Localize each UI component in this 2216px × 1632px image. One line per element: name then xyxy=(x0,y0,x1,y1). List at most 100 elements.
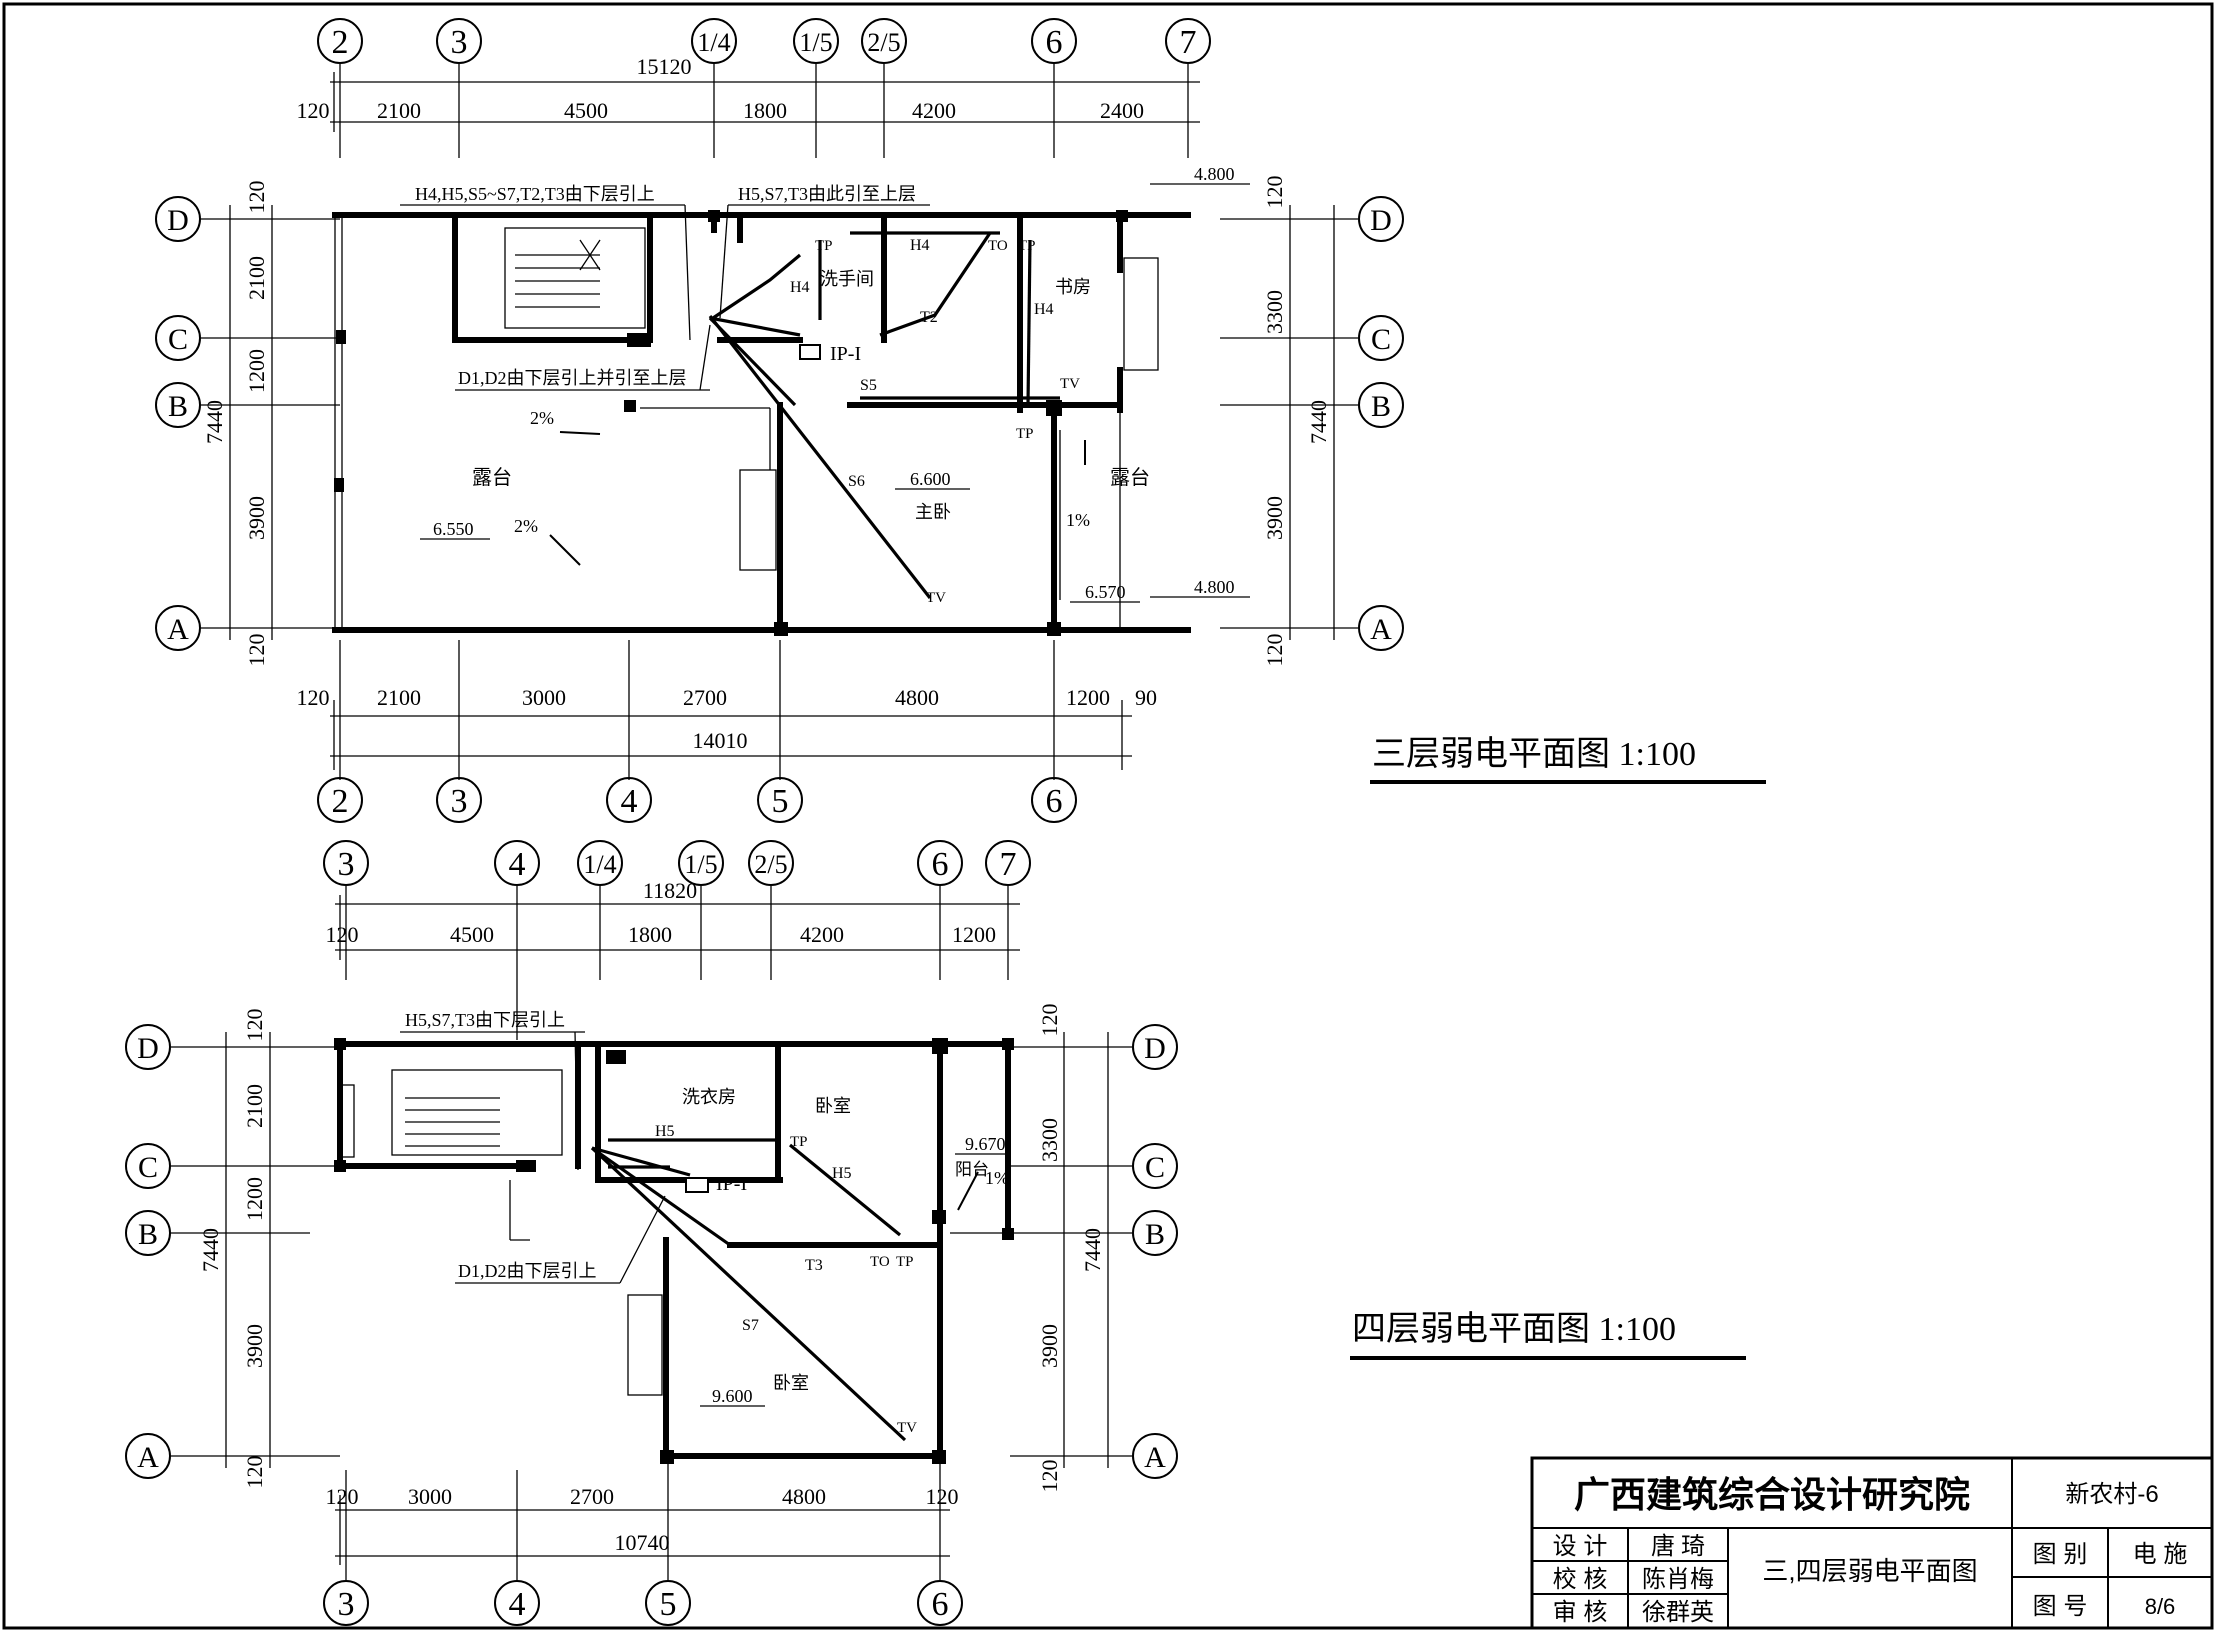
panel-ip-i: IP-I xyxy=(685,1173,747,1195)
level-mark: 4.800 xyxy=(1194,164,1235,184)
outlet-label: TP xyxy=(815,238,833,254)
axis-bubble-label: 6 xyxy=(932,846,949,883)
dimension-label: 7440 xyxy=(202,400,227,444)
axis-bubble-label: C xyxy=(1145,1151,1165,1184)
dimension-label: 3000 xyxy=(522,685,566,710)
room-labels: 洗手间 书房 露台 主卧 露台 xyxy=(472,269,1150,522)
plan-title: 三层弱电平面图 1:100 xyxy=(1372,735,1696,773)
top-dimension-chain: 11820 120 4500 1800 4200 1200 xyxy=(326,878,1020,1040)
dimension-label: 120 xyxy=(1262,634,1287,667)
dimension-label: 2700 xyxy=(683,685,727,710)
axis-bubble-label: 1/4 xyxy=(697,28,730,57)
check-name: 陈肖梅 xyxy=(1642,1566,1714,1593)
axis-bubble-label: B xyxy=(168,390,188,423)
top-axis-bubbles: 2 3 1/4 1/5 2/5 6 7 xyxy=(317,18,1211,64)
dimension-label: 3300 xyxy=(1037,1118,1062,1162)
cable-labels: H5 H5 T3 S7 xyxy=(655,1123,852,1334)
room-label: 书房 xyxy=(1055,277,1091,297)
outlet-label: TV xyxy=(1060,376,1080,392)
outlet-label: TP xyxy=(1016,426,1034,442)
dimension-label: 4800 xyxy=(782,1484,826,1509)
cable-label: H4 xyxy=(910,237,930,254)
wiring xyxy=(708,231,1060,599)
note-text: D1,D2由下层引上并引至上层 xyxy=(458,368,687,388)
axis-bubble-label: 6 xyxy=(932,1586,949,1623)
axis-bubble-label: 3 xyxy=(451,24,468,61)
axis-bubble-label: 1/4 xyxy=(583,850,616,879)
outlet-label: TV xyxy=(926,590,946,606)
dimension-label: 4500 xyxy=(564,98,608,123)
room-label: 洗衣房 xyxy=(682,1087,736,1107)
plan-title: 四层弱电平面图 1:100 xyxy=(1352,1310,1676,1348)
dimension-label: 120 xyxy=(326,922,359,947)
wiring xyxy=(590,1138,910,1442)
dimension-label: 4800 xyxy=(895,685,939,710)
note-text: H5,S7,T3由此引至上层 xyxy=(738,184,916,204)
slope-marks: 1% xyxy=(957,1168,1009,1211)
number-value: 8/6 xyxy=(2145,1594,2176,1619)
dimension-label: 1200 xyxy=(1066,685,1110,710)
cable-label: H4 xyxy=(1034,301,1054,318)
side-dimension-chains: 120 2100 1200 7440 3900 120 120 3300 744… xyxy=(200,176,1358,667)
axis-bubble-label: A xyxy=(167,613,189,646)
elevations: 9.670 9.600 xyxy=(700,1134,1010,1407)
slope-marks: 2% 2% 1% xyxy=(514,408,1090,566)
axis-bubble-label: D xyxy=(1144,1032,1166,1065)
axis-bubble-label: B xyxy=(1145,1218,1165,1251)
axis-bubble-label: 5 xyxy=(772,783,789,820)
dimension-label: 120 xyxy=(926,1484,959,1509)
slope-label: 1% xyxy=(985,1168,1009,1188)
outlet-label: TP xyxy=(1018,238,1036,254)
cable-label: H5 xyxy=(832,1165,852,1182)
dimension-label: 1200 xyxy=(244,349,269,393)
dimension-label: 90 xyxy=(1135,685,1157,710)
dimension-label: 2100 xyxy=(244,256,269,300)
axis-bubble-label: A xyxy=(1144,1441,1166,1474)
side-dimension-chains: 120 2100 1200 7440 3900 120 120 3300 744… xyxy=(170,1004,1132,1493)
dimension-label: 120 xyxy=(1262,176,1287,209)
room-label: 露台 xyxy=(472,466,512,489)
dimension-label: 3900 xyxy=(244,496,269,540)
level-mark: 4.800 xyxy=(1194,577,1235,597)
axis-bubble-label: C xyxy=(168,323,188,356)
dimension-label: 3900 xyxy=(1262,496,1287,540)
category-value: 电 施 xyxy=(2133,1541,2188,1568)
note-text: D1,D2由下层引上 xyxy=(458,1261,597,1281)
dimension-label: 120 xyxy=(297,98,330,123)
overall-dimension: 10740 xyxy=(615,1530,670,1555)
note-text: H5,S7,T3由下层引上 xyxy=(405,1010,565,1030)
side-axis-bubbles: D C B A D C B A xyxy=(125,1024,1178,1479)
level-mark: 9.600 xyxy=(712,1386,753,1406)
dimension-label: 3900 xyxy=(1037,1324,1062,1368)
dimension-label: 2100 xyxy=(377,98,421,123)
dimension-label: 7440 xyxy=(1306,400,1331,444)
dimension-label: 3900 xyxy=(242,1324,267,1368)
room-label: 主卧 xyxy=(915,502,951,522)
dimension-label: 7440 xyxy=(198,1228,223,1272)
axis-bubble-label: B xyxy=(1371,390,1391,423)
axis-bubble-label: D xyxy=(1370,204,1392,237)
stair xyxy=(391,1069,563,1156)
outlets: TP TO TP TV xyxy=(790,1134,917,1436)
axis-bubble-label: B xyxy=(138,1218,158,1251)
dimension-label: 4200 xyxy=(912,98,956,123)
walls xyxy=(337,1041,1013,1459)
room-label: 卧室 xyxy=(815,1096,851,1116)
dimension-label: 2700 xyxy=(570,1484,614,1509)
axis-bubble-label: 2 xyxy=(332,783,349,820)
plan-fourth-floor: 3 4 1/4 1/5 2/5 6 7 11820 120 4500 1800 … xyxy=(125,840,1746,1626)
dimension-label: 120 xyxy=(244,634,269,667)
category-label: 图 别 xyxy=(2033,1541,2088,1568)
cable-label: S5 xyxy=(860,377,877,394)
axis-bubble-label: A xyxy=(1370,613,1392,646)
axis-bubble-label: 4 xyxy=(621,783,638,820)
axis-bubble-label: 1/5 xyxy=(799,28,832,57)
dimension-label: 1800 xyxy=(743,98,787,123)
dimension-label: 2400 xyxy=(1100,98,1144,123)
dimension-label: 120 xyxy=(326,1484,359,1509)
axis-bubble-label: 5 xyxy=(660,1586,677,1623)
cable-label: H4 xyxy=(790,279,810,296)
cable-label: H5 xyxy=(655,1123,675,1140)
project-name: 新农村-6 xyxy=(2065,1481,2158,1508)
level-mark: 6.550 xyxy=(433,519,474,539)
